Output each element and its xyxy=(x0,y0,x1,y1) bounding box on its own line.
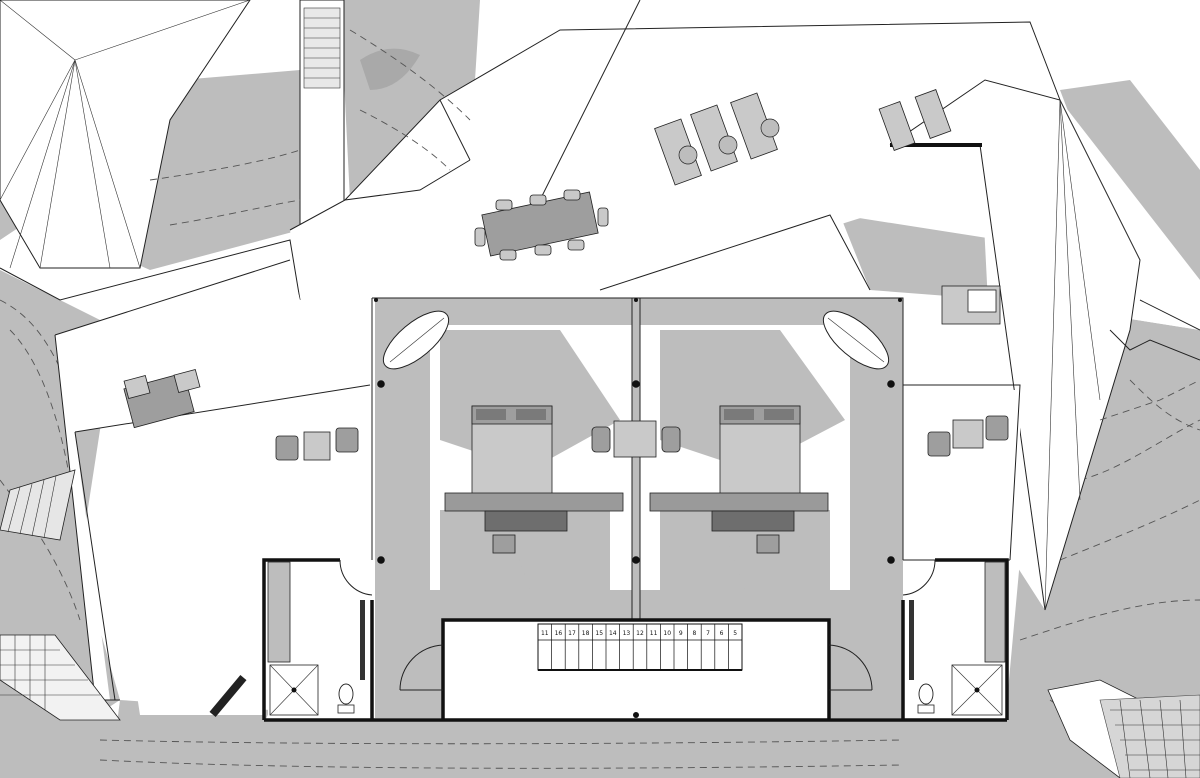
kayak-left xyxy=(382,310,450,370)
bed-left xyxy=(471,405,553,503)
desk-left xyxy=(444,492,624,554)
stair-tread-number: 7 xyxy=(706,630,710,637)
stair-tread-number: 10 xyxy=(663,630,671,637)
stair-tread-number: 16 xyxy=(555,630,563,637)
entry-stair-top xyxy=(299,0,345,226)
pyramid-roof xyxy=(0,0,251,269)
stair-tread-number: 17 xyxy=(568,630,576,637)
stair-tread-number: 5 xyxy=(733,630,737,637)
stair-tread-number: 12 xyxy=(636,630,644,637)
desk-right xyxy=(649,492,829,554)
stair-tread-number: 15 xyxy=(595,630,603,637)
bench xyxy=(209,675,247,717)
furniture xyxy=(123,89,1009,717)
kayak-right xyxy=(822,310,890,370)
left-table-set xyxy=(275,427,359,461)
stair-tread-number: 14 xyxy=(609,630,617,637)
stair-tread-number: 18 xyxy=(582,630,590,637)
stair-tread-number: 9 xyxy=(679,630,683,637)
stair-tread-number: 6 xyxy=(720,630,724,637)
interior-stair: 11 16 17 18 15 14 13 12 11 10 9 8 7 6 5 xyxy=(537,623,743,671)
bed-right xyxy=(719,405,801,503)
stair-tread-number: 13 xyxy=(623,630,631,637)
left-side-stairs xyxy=(0,469,121,721)
right-edge-details xyxy=(1099,299,1200,421)
dining-table xyxy=(474,189,609,261)
sun-loungers xyxy=(654,89,952,186)
stair-tread-number: 11 xyxy=(541,630,549,637)
stair-tread-number: 11 xyxy=(650,630,658,637)
paving-bottom-right xyxy=(1047,679,1200,778)
bbq-unit xyxy=(941,285,1001,325)
center-table xyxy=(591,420,681,458)
left-lounge-set xyxy=(123,368,201,429)
right-pavilion-roof xyxy=(889,79,1141,611)
stair-tread-number: 8 xyxy=(692,630,696,637)
right-table-set xyxy=(927,415,1009,457)
